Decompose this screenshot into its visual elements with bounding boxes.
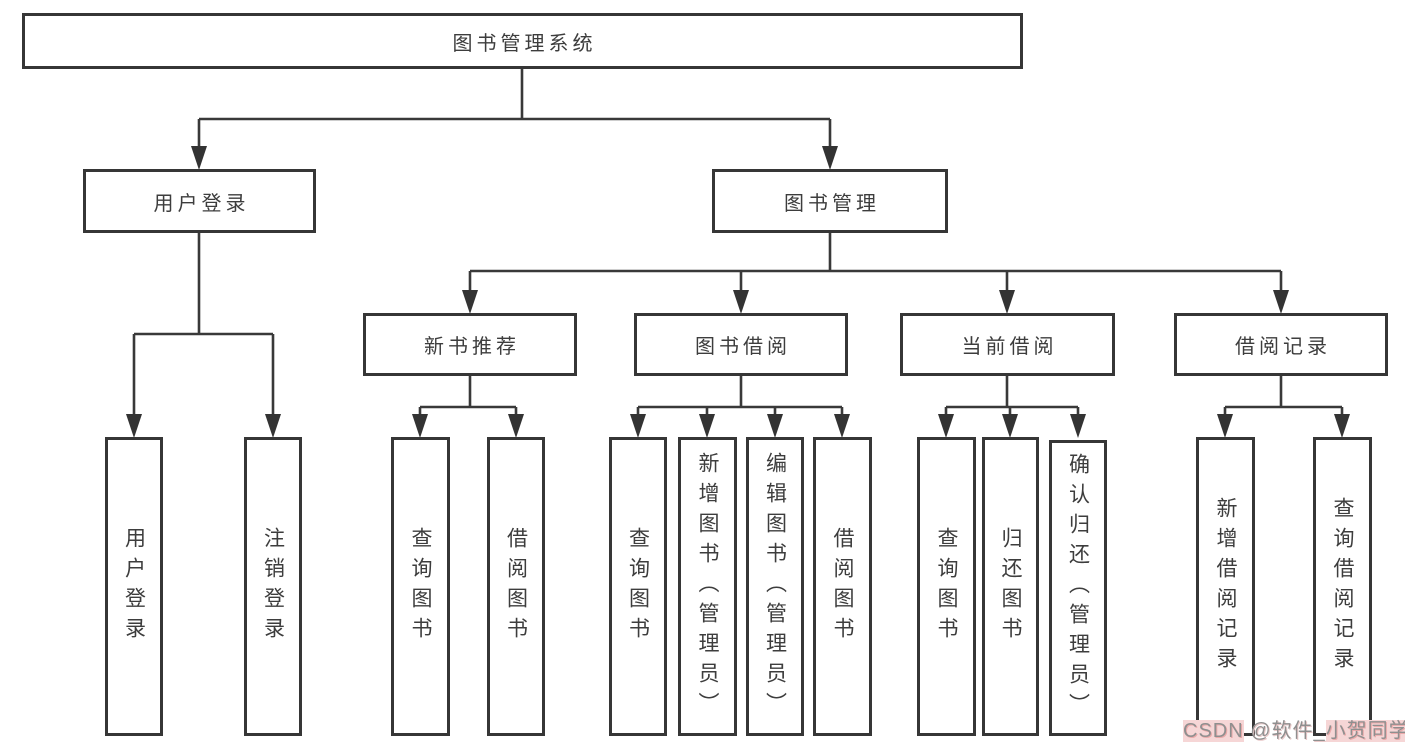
node-system-root: 图书管理系统: [22, 13, 1023, 69]
node-current-borrowing: 当前借阅: [900, 313, 1115, 376]
leaf-logout: 注销登录: [244, 437, 302, 736]
leaf-borrow-books: 借阅图书: [813, 437, 872, 736]
leaf-query-books-current: 查询图书: [917, 437, 976, 736]
csdn-watermark-suffix: 小贺同学: [1325, 720, 1405, 742]
leaf-borrow-books-recommend: 借阅图书: [487, 437, 545, 736]
node-user-login-label: 用户登录: [153, 192, 250, 215]
leaf-return-book: 归还图书: [982, 437, 1039, 736]
node-book-management-label: 图书管理: [784, 192, 880, 215]
node-system-root-label: 图书管理系统: [452, 32, 597, 55]
leaf-confirm-return-admin: 确认归还（管理员）: [1049, 440, 1107, 736]
leaf-edit-book-admin: 编辑图书（管理员）: [746, 437, 804, 736]
node-book-borrowing-label: 图书借阅: [695, 336, 791, 358]
node-book-borrowing: 图书借阅: [634, 313, 848, 376]
node-new-book-recommend-label: 新书推荐: [424, 336, 520, 358]
node-new-book-recommend: 新书推荐: [363, 313, 577, 376]
csdn-watermark-middle: @软件_: [1243, 720, 1326, 742]
leaf-query-borrow-record: 查询借阅记录: [1313, 437, 1372, 736]
arrowhead-icons: [126, 146, 1350, 438]
node-book-management: 图书管理: [712, 169, 948, 233]
leaf-add-borrow-record: 新增借阅记录: [1196, 437, 1255, 736]
csdn-watermark: CSDN @软件_小贺同学: [1183, 714, 1405, 743]
leaf-query-books-borrowing: 查询图书: [609, 437, 667, 736]
leaf-add-book-admin: 新增图书（管理员）: [678, 437, 737, 736]
csdn-watermark-prefix: CSDN: [1183, 720, 1244, 742]
node-borrowing-records-label: 借阅记录: [1235, 336, 1331, 358]
leaf-user-login: 用户登录: [105, 437, 163, 736]
node-borrowing-records: 借阅记录: [1174, 313, 1388, 376]
node-current-borrowing-label: 当前借阅: [961, 336, 1058, 358]
leaf-query-books-recommend: 查询图书: [391, 437, 450, 736]
node-user-login: 用户登录: [83, 169, 316, 233]
